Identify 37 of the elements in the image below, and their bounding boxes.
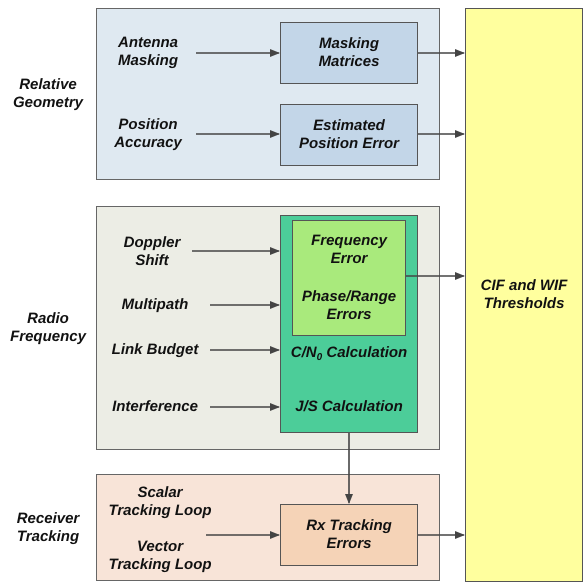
group-heading: Radio Frequency [9,309,88,347]
input-label: Scalar Tracking Loop [107,482,213,522]
input-label: Antenna Masking [100,32,196,72]
arrow [418,130,465,138]
process-box [292,220,406,336]
arrow [210,301,280,309]
box-label: Rx Tracking Errors [305,517,393,553]
arrow [406,272,465,280]
box-label: J/S Calculation [294,398,404,416]
group-heading: Receiver Tracking [16,508,81,546]
box-label: Frequency Error [310,232,388,268]
arrow [210,403,280,411]
input-label: Vector Tracking Loop [107,536,213,576]
arrow [206,531,280,539]
arrow [418,531,465,539]
group-heading: Relative Geometry [12,75,84,113]
arrow [418,49,465,57]
process-box [280,504,418,566]
box-label: Phase/Range Errors [300,288,398,324]
box-label: C/N$_{0}$ Calculation [290,344,408,362]
arrow [192,247,280,255]
arrow [345,433,353,504]
arrow [196,49,280,57]
box-label: Masking Matrices [318,35,380,71]
arrow [210,346,280,354]
input-label: Link Budget [100,330,210,370]
output-box [465,8,583,582]
arrow [196,130,280,138]
process-box [280,22,418,84]
process-box [280,215,418,433]
input-label: Multipath [100,294,210,316]
input-label: Interference [100,396,210,418]
process-box [280,104,418,166]
input-label: Doppler Shift [112,232,192,272]
box-label: Estimated Position Error [298,117,401,153]
box-label: CIF and WIF Thresholds [480,277,568,313]
input-label: Position Accuracy [100,114,196,154]
